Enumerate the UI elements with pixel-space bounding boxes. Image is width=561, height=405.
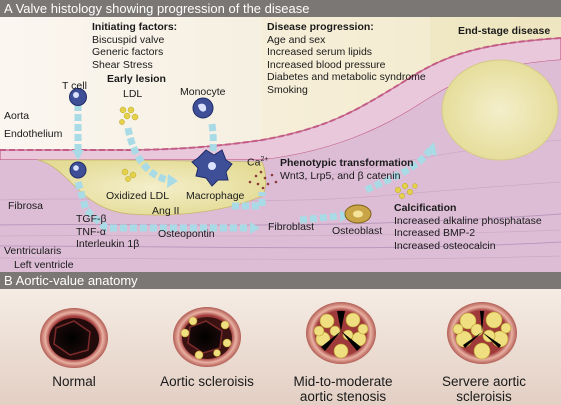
- ldl-particles-icon: [119, 106, 139, 125]
- valve-severe-icon: [447, 302, 517, 364]
- calcification-item: Increased osteocalcin: [394, 239, 496, 252]
- macrophage-icon: [191, 149, 233, 187]
- phenotypic-title: Phenotypic transformation: [280, 157, 414, 169]
- ang-ii-label: Ang II: [152, 205, 180, 217]
- fibroblast-label: Fibroblast: [268, 221, 315, 233]
- valve-caption-severe: Servere aortic scleroisis: [441, 374, 527, 404]
- t-cell-in-tissue-icon: [69, 161, 87, 179]
- panel-b-header: B Aortic-value anatomy: [0, 272, 561, 289]
- ldl-label: LDL: [123, 88, 143, 100]
- cytokines: TGF-β TNF-α Interleukin 1β: [76, 213, 139, 251]
- initiating-factor-item: Generic factors: [92, 46, 164, 58]
- cytokine-item: TNF-α: [76, 225, 106, 238]
- panel-a-header: A Valve histology showing progression of…: [0, 0, 561, 17]
- valve-caption-sclerosis: Aortic scleroisis: [160, 374, 254, 389]
- calcium-charge: 2+: [260, 156, 269, 163]
- disease-progression: Disease progression: Age and sex Increas…: [267, 21, 426, 96]
- progression-item: Increased serum lipids: [267, 46, 373, 58]
- left-ventricle-label: Left ventricle: [14, 259, 74, 271]
- valve-caption-stenosis: Mid-to-moderate aortic stenosis: [293, 374, 393, 404]
- tissue-fibers: [0, 139, 561, 260]
- cytokine-item: TGF-β: [76, 213, 107, 225]
- progression-item: Increased blood pressure: [267, 58, 386, 71]
- phenotypic-detail: Wnt3, Lrp5, and β catenin: [280, 169, 401, 182]
- fibrosa-label: Fibrosa: [8, 200, 44, 212]
- end-stage-label: End-stage disease: [458, 25, 551, 37]
- ventricularis-label: Ventricularis: [4, 245, 62, 257]
- calcium-deposits-icon: [248, 170, 278, 190]
- ventricularis-boundary: [0, 241, 561, 249]
- cytokine-item: Interleukin 1β: [76, 238, 140, 250]
- initiating-factor-item: Biscuspid valve: [92, 33, 165, 46]
- fibrosa-boundary: [0, 213, 561, 226]
- valve-sclerosis-icon: [173, 307, 241, 367]
- initiating-factors: Initiating factors: Biscuspid valve Gene…: [92, 21, 177, 71]
- flow-arrows: [74, 104, 433, 232]
- initiating-factors-title: Initiating factors:: [92, 21, 178, 33]
- oxidized-ldl-particles-icon: [121, 168, 137, 182]
- endothelium-line: [0, 37, 561, 151]
- osteoblast-icon: [344, 204, 372, 224]
- calcium-label: Ca2+: [247, 154, 268, 169]
- calcification-item: Increased alkaline phosphatase: [394, 214, 542, 227]
- osteoblast-label: Osteoblast: [332, 225, 383, 237]
- calcified-mass: [441, 59, 559, 161]
- valve-stenosis-icon: [306, 302, 376, 364]
- calcification-nodules-icon: [394, 182, 418, 199]
- t-cell-icon: [69, 88, 87, 106]
- initiating-factor-item: Shear Stress: [92, 58, 153, 71]
- osteopontin-label: Osteopontin: [158, 228, 215, 240]
- monocyte-label: Monocyte: [180, 86, 226, 98]
- endothelium-label: Endothelium: [4, 128, 63, 140]
- monocyte-icon: [192, 97, 214, 119]
- progression-item: Age and sex: [267, 33, 326, 46]
- phenotypic-transformation: Phenotypic transformation Wnt3, Lrp5, an…: [280, 157, 414, 182]
- oxidized-ldl-label: Oxidized LDL: [106, 190, 170, 202]
- early-lesion-title: Early lesion: [107, 73, 166, 85]
- calcification: Calcification Increased alkaline phospha…: [394, 202, 542, 252]
- disease-progression-title: Disease progression:: [267, 21, 374, 33]
- progression-item: Smoking: [267, 83, 308, 96]
- macrophage-label: Macrophage: [186, 190, 245, 202]
- valve-caption-normal: Normal: [52, 374, 96, 389]
- valve-tissue: [0, 60, 561, 272]
- calcification-item: Increased BMP-2: [394, 227, 476, 239]
- calcification-title: Calcification: [394, 202, 457, 214]
- progression-item: Diabetes and metabolic syndrome: [267, 71, 426, 83]
- t-cell-label: T cell: [62, 80, 87, 92]
- valve-normal-icon: [40, 308, 108, 368]
- calcium-symbol: Ca: [247, 156, 261, 169]
- aorta-label: Aorta: [4, 110, 30, 122]
